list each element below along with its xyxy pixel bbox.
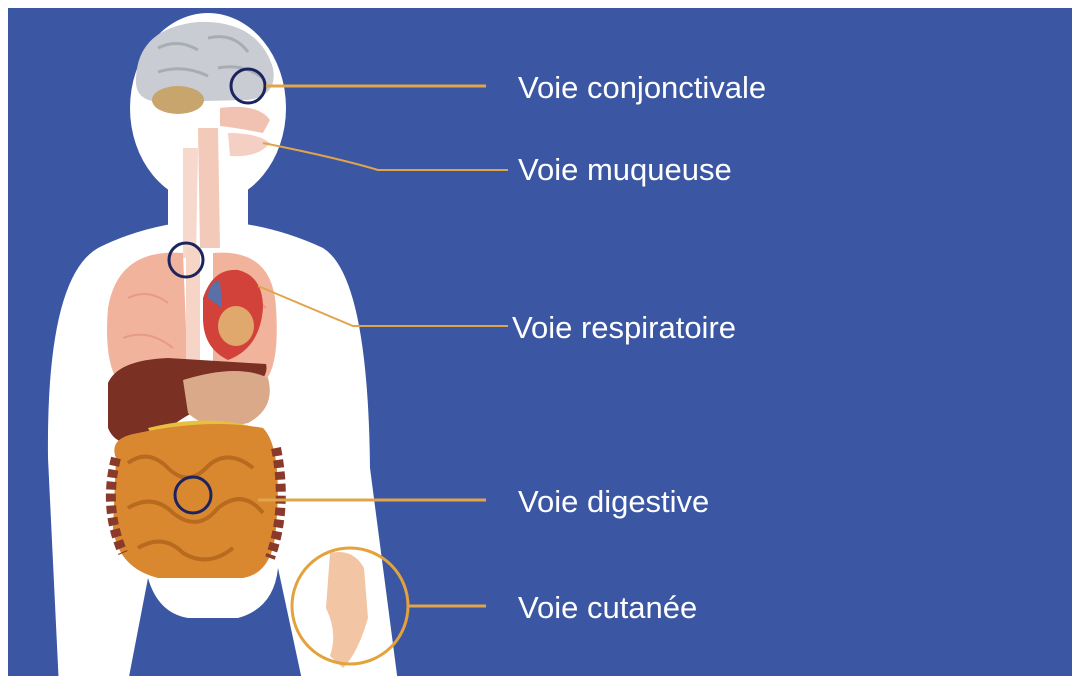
label-respiratory-route: Voie respiratoire [512,312,736,343]
label-digestive-route: Voie digestive [518,486,709,517]
label-mucous-route: Voie muqueuse [518,154,732,185]
intestine-icon [111,424,281,578]
label-conjunctival-route: Voie conjonctivale [518,72,766,103]
label-cutaneous-route: Voie cutanée [518,592,697,623]
diagram-panel: Voie conjonctivale Voie muqueuse Voie re… [8,8,1072,676]
